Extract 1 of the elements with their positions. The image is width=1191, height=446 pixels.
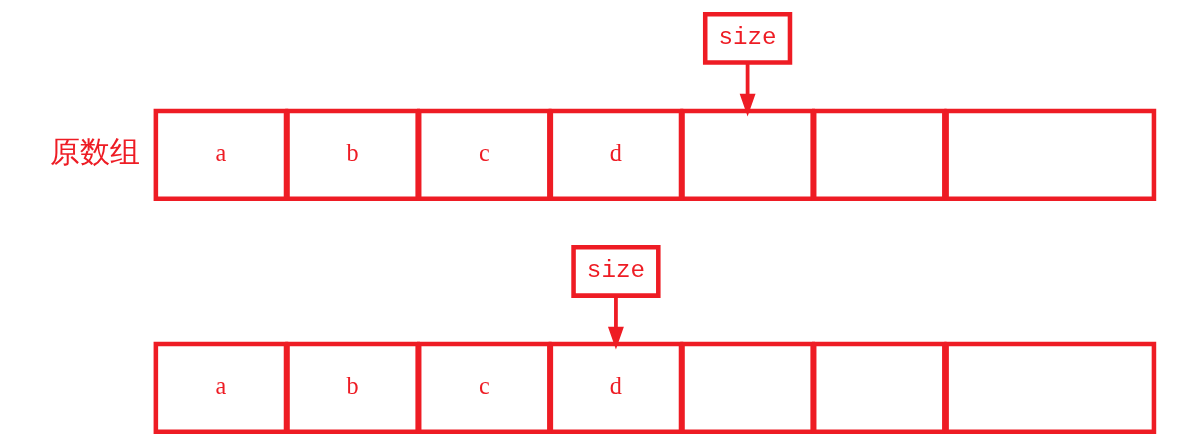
label: 原数组 (50, 134, 141, 170)
